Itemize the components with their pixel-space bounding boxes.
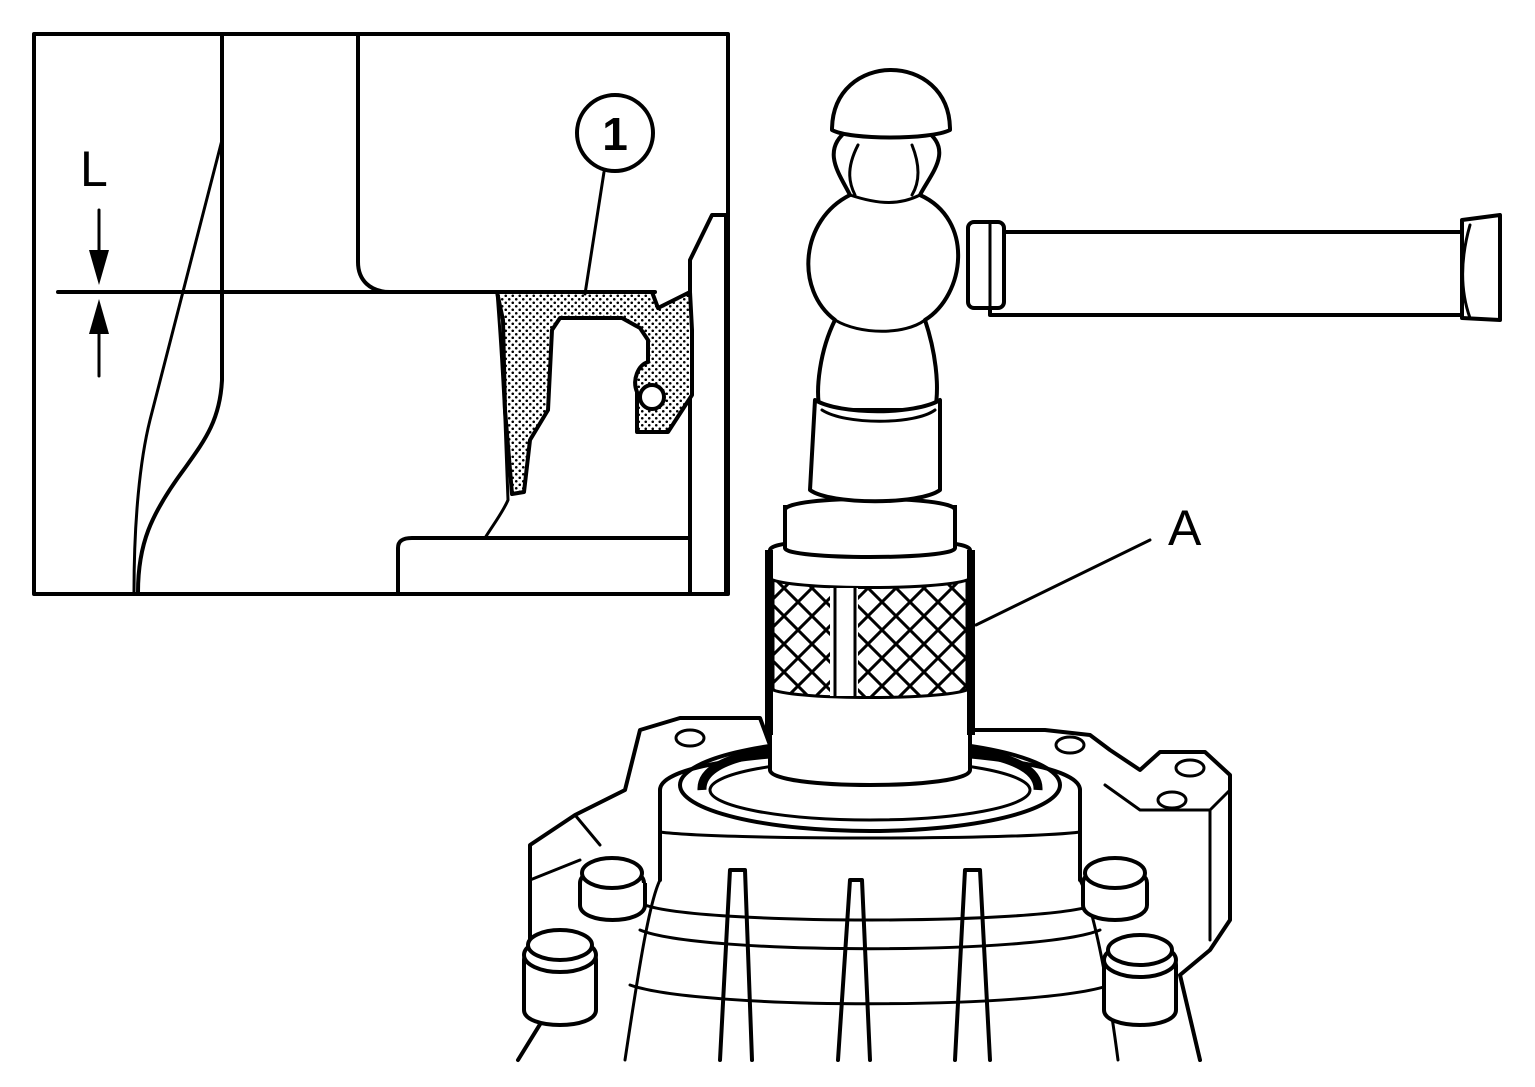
seal-spring — [638, 383, 666, 411]
hammer-head — [806, 128, 961, 412]
housing-right-wall — [688, 213, 726, 592]
tool-leader-line — [974, 538, 1152, 627]
stud-bolt — [522, 928, 598, 1027]
stud-bolt — [1081, 856, 1149, 922]
installer-knurled-grip — [771, 577, 969, 699]
housing-bore-wall — [356, 36, 392, 294]
hammer-ball-peen — [830, 68, 952, 140]
housing-rib — [953, 868, 992, 1062]
gear-housing — [516, 716, 1232, 1062]
hammer-handle-ferrule — [966, 220, 1006, 310]
installer-top-collar — [783, 505, 957, 559]
part-leader-line — [583, 170, 606, 296]
hammer-striking-face — [808, 398, 942, 504]
stud-bolt — [1102, 933, 1178, 1027]
shaft-outline — [136, 36, 224, 592]
dimension-label-l: L — [80, 141, 108, 197]
hammer — [806, 68, 1502, 504]
part-number-label: 1 — [602, 108, 628, 160]
tool-label-a: A — [1168, 500, 1202, 556]
part-callout-circle — [575, 93, 655, 173]
oil-seal-section — [495, 290, 694, 496]
housing-rib — [718, 868, 754, 1062]
stud-bolt — [578, 856, 647, 922]
detail-inset: L 1 — [32, 32, 730, 596]
hammer-handle — [988, 230, 1464, 317]
shaft-taper-line — [132, 138, 224, 592]
detail-frame — [32, 32, 730, 596]
seal-installer-tool: A — [765, 496, 1202, 787]
housing-rib — [836, 878, 872, 1062]
housing-right-flange — [963, 728, 1232, 1062]
housing-lower-step — [396, 536, 692, 592]
